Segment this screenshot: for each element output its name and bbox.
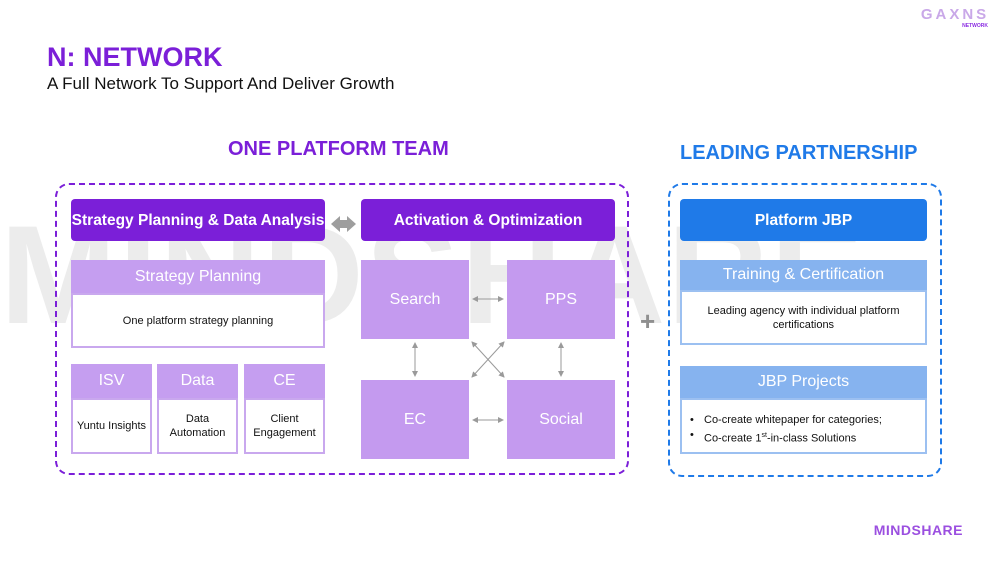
strategy-data-analysis-header: Strategy Planning & Data Analysis [71, 199, 325, 241]
training-certification-header: Training & Certification [680, 260, 927, 290]
logo-text: GAXNS [920, 6, 990, 23]
partnership-title: LEADING PARTNERSHIP [680, 142, 918, 164]
partnership-frame [668, 183, 942, 477]
isv-header: ISV [71, 364, 152, 398]
ce-header: CE [244, 364, 325, 398]
ce-desc: Client Engagement [244, 398, 325, 454]
ec-tile: EC [361, 380, 469, 459]
page-subtitle: A Full Network To Support And Deliver Gr… [47, 74, 395, 93]
mindshare-logo: MINDSHARE [873, 522, 963, 538]
platform-team-frame [55, 183, 629, 475]
logo-subtext: NETWORK [962, 23, 988, 29]
gaxns-logo: GAXNS NETWORK [916, 4, 994, 32]
data-desc: Data Automation [157, 398, 238, 454]
data-header: Data [157, 364, 238, 398]
jbp-project-item: Co-create 1st-in-class Solutions [690, 428, 925, 447]
jbp-projects-list: Co-create whitepaper for categories; Co-… [682, 413, 925, 447]
platform-jbp-header: Platform JBP [680, 199, 927, 241]
jbp-projects-header: JBP Projects [680, 366, 927, 398]
jbp-projects-desc: Co-create whitepaper for categories; Co-… [680, 398, 927, 454]
platform-team-title: ONE PLATFORM TEAM [228, 138, 449, 160]
double-arrow-icon [331, 216, 356, 232]
training-certification-desc: Leading agency with individual platform … [680, 290, 927, 345]
isv-desc: Yuntu Insights [71, 398, 152, 454]
activation-optimization-header: Activation & Optimization [361, 199, 615, 241]
plus-icon: + [640, 306, 656, 336]
page-title: N: NETWORK [47, 42, 223, 72]
search-tile: Search [361, 260, 469, 339]
social-tile: Social [507, 380, 615, 459]
pps-tile: PPS [507, 260, 615, 339]
jbp-project-item: Co-create whitepaper for categories; [690, 413, 925, 428]
strategy-planning-header: Strategy Planning [71, 260, 325, 293]
strategy-planning-desc: One platform strategy planning [71, 293, 325, 348]
